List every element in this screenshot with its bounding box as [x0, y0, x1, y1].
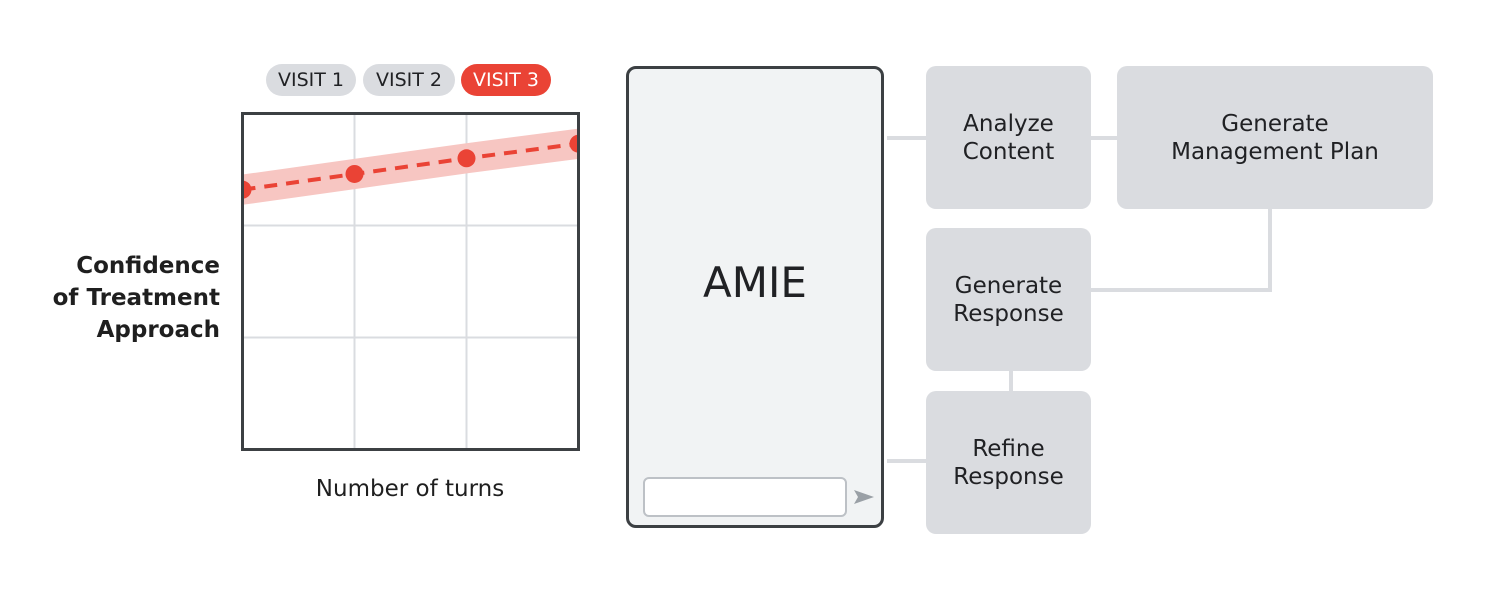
visit-3-tab[interactable]: VISIT 3 [461, 64, 551, 96]
visit-2-tab[interactable]: VISIT 2 [363, 64, 455, 96]
amie-chat-panel: AMIE [626, 66, 884, 528]
chart-frame [241, 112, 580, 451]
connector-plan-generate [1091, 209, 1272, 292]
y-axis-label: Confidence of Treatment Approach [52, 253, 220, 343]
visit-1-tab[interactable]: VISIT 1 [266, 64, 356, 96]
data-point [569, 134, 579, 153]
x-axis-label: Number of turns [315, 476, 505, 502]
confidence-chart [241, 112, 580, 451]
generate-response-box: Generate Response [926, 228, 1091, 371]
data-point [242, 180, 252, 199]
analyze-content-box: Analyze Content [926, 66, 1091, 209]
series-line [242, 141, 579, 192]
chart-points [242, 134, 579, 199]
data-point [457, 149, 476, 168]
chart-grid [242, 113, 579, 450]
generate-management-plan-box: Generate Management Plan [1117, 66, 1433, 209]
chart-line [242, 141, 579, 192]
data-point [345, 164, 364, 183]
send-icon[interactable] [851, 486, 877, 508]
refine-response-box: Refine Response [926, 391, 1091, 534]
amie-title: AMIE [703, 258, 807, 307]
chat-input[interactable] [643, 477, 847, 517]
